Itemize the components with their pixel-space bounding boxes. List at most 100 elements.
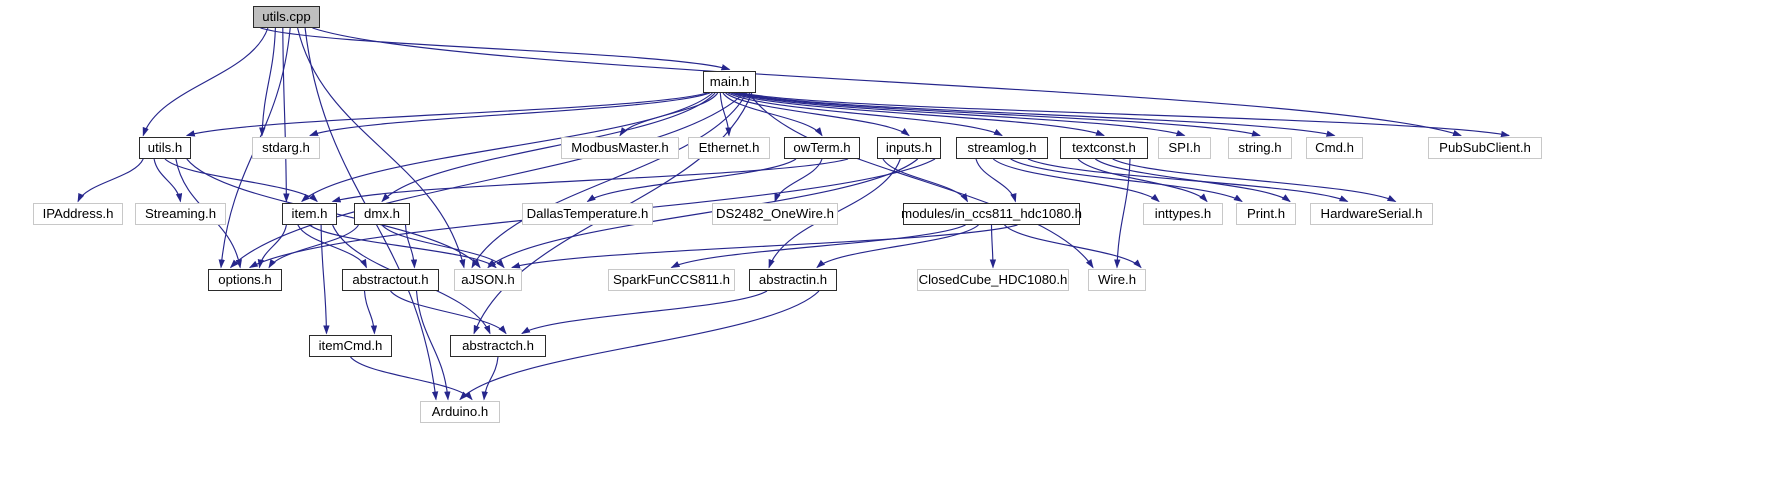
graph-node-stdarg-h[interactable]: stdarg.h	[252, 137, 320, 159]
graph-node-label: itemCmd.h	[318, 338, 383, 354]
graph-node-options-h[interactable]: options.h	[208, 269, 282, 291]
graph-edge	[670, 224, 966, 269]
graph-node-abstractin-h[interactable]: abstractin.h	[749, 269, 837, 291]
graph-edge	[309, 92, 711, 137]
graph-node-closedcube-h[interactable]: ClosedCube_HDC1080.h	[917, 269, 1069, 291]
graph-edge	[989, 224, 997, 269]
graph-edge	[733, 92, 1186, 137]
graph-edge	[415, 290, 451, 401]
graph-edge	[259, 27, 276, 137]
graph-node-label: inttypes.h	[1154, 206, 1212, 222]
graph-node-cmd-h[interactable]: Cmd.h	[1306, 137, 1363, 159]
graph-edge	[1004, 224, 1142, 269]
graph-edge	[260, 27, 731, 71]
graph-edge	[297, 224, 368, 269]
graph-node-utils-h[interactable]: utils.h	[139, 137, 191, 159]
graph-node-string-h[interactable]: string.h	[1228, 137, 1292, 159]
graph-edge	[487, 158, 919, 269]
graph-edge	[521, 290, 768, 335]
graph-node-label: DallasTemperature.h	[526, 206, 649, 222]
graph-node-label: Cmd.h	[1315, 140, 1354, 156]
graph-node-label: aJSON.h	[461, 272, 515, 288]
graph-node-label: modules/in_ccs811_hdc1080.h	[901, 206, 1082, 222]
graph-node-itemcmd-h[interactable]: itemCmd.h	[309, 335, 392, 357]
graph-node-inttypes-h[interactable]: inttypes.h	[1143, 203, 1223, 225]
graph-edge	[619, 92, 719, 137]
graph-node-ajson-h[interactable]: aJSON.h	[454, 269, 522, 291]
graph-node-ds2482-h[interactable]: DS2482_OneWire.h	[712, 203, 838, 225]
graph-edge	[748, 92, 1094, 269]
graph-node-abstractch-h[interactable]: abstractch.h	[450, 335, 546, 357]
graph-edge	[1114, 158, 1131, 269]
graph-node-arduino-h[interactable]: Arduino.h	[420, 401, 500, 423]
graph-node-owterm-h[interactable]: owTerm.h	[784, 137, 860, 159]
graph-edge	[511, 224, 1018, 269]
graph-edge	[1112, 158, 1397, 203]
graph-node-abstractout-h[interactable]: abstractout.h	[342, 269, 439, 291]
graph-node-utils-cpp[interactable]: utils.cpp	[253, 6, 320, 28]
graph-node-label: abstractch.h	[462, 338, 534, 354]
graph-node-label: utils.cpp	[262, 9, 311, 25]
graph-node-ethernet-h[interactable]: Ethernet.h	[688, 137, 770, 159]
graph-node-label: utils.h	[147, 140, 183, 156]
graph-node-inputs-h[interactable]: inputs.h	[877, 137, 941, 159]
graph-node-label: inputs.h	[885, 140, 933, 156]
graph-node-pubsubclient-h[interactable]: PubSubClient.h	[1428, 137, 1542, 159]
graph-node-streaming-h[interactable]: Streaming.h	[135, 203, 226, 225]
graph-edge	[77, 158, 144, 203]
graph-node-hardwareserial-h[interactable]: HardwareSerial.h	[1310, 203, 1433, 225]
graph-node-label: Ethernet.h	[698, 140, 760, 156]
graph-node-label: dmx.h	[364, 206, 400, 222]
graph-edge	[312, 27, 1462, 137]
graph-edge	[730, 92, 1105, 137]
graph-node-spi-h[interactable]: SPI.h	[1158, 137, 1211, 159]
graph-node-textconst-h[interactable]: textconst.h	[1060, 137, 1148, 159]
graph-edge	[142, 27, 269, 137]
graph-edge	[309, 224, 497, 269]
graph-edge	[727, 92, 1003, 137]
graph-edge	[381, 224, 505, 269]
graph-edge	[735, 92, 1261, 137]
graph-node-main-h[interactable]: main.h	[703, 71, 756, 93]
graph-edge	[481, 356, 499, 401]
graph-node-label: item.h	[291, 206, 328, 222]
graph-node-label: string.h	[1238, 140, 1282, 156]
graph-node-label: stdarg.h	[262, 140, 310, 156]
graph-node-label: IPAddress.h	[42, 206, 114, 222]
graph-edge	[268, 224, 359, 269]
graph-edge	[725, 92, 910, 137]
graph-edge	[816, 224, 979, 269]
graph-node-label: Print.h	[1246, 206, 1286, 222]
graph-edge	[741, 92, 1510, 138]
graph-edge	[882, 158, 969, 203]
graph-node-label: main.h	[709, 74, 750, 90]
graph-edge	[738, 92, 1336, 137]
graph-node-label: DS2482_OneWire.h	[715, 206, 835, 222]
graph-node-modbusmaster-h[interactable]: ModbusMaster.h	[561, 137, 679, 159]
graph-edge	[297, 27, 466, 269]
graph-edge	[459, 290, 820, 401]
graph-edge	[722, 92, 823, 137]
graph-node-label: Streaming.h	[144, 206, 217, 222]
graph-edge	[185, 92, 708, 137]
graph-edge	[975, 158, 1017, 203]
graph-node-label: streamlog.h	[967, 140, 1037, 156]
graph-edge	[586, 158, 797, 203]
graph-node-print-h[interactable]: Print.h	[1236, 203, 1296, 225]
graph-node-ipaddress-h[interactable]: IPAddress.h	[33, 203, 123, 225]
graph-node-streamlog-h[interactable]: streamlog.h	[956, 137, 1048, 159]
graph-node-item-h[interactable]: item.h	[282, 203, 337, 225]
graph-edge	[282, 27, 290, 203]
graph-edge	[153, 158, 183, 203]
graph-node-dmx-h[interactable]: dmx.h	[354, 203, 410, 225]
graph-node-wire-h[interactable]: Wire.h	[1088, 269, 1146, 291]
graph-node-mod-ccs811-h[interactable]: modules/in_ccs811_hdc1080.h	[901, 203, 1082, 225]
graph-node-dallastemp-h[interactable]: DallasTemperature.h	[522, 203, 653, 225]
graph-edge	[257, 224, 287, 269]
graph-node-sparkfunccs811-h[interactable]: SparkFunCCS811.h	[608, 269, 735, 291]
graph-edge	[381, 92, 716, 203]
graph-edge	[1094, 158, 1291, 203]
graph-edge	[350, 356, 473, 401]
graph-node-label: Wire.h	[1097, 272, 1137, 288]
